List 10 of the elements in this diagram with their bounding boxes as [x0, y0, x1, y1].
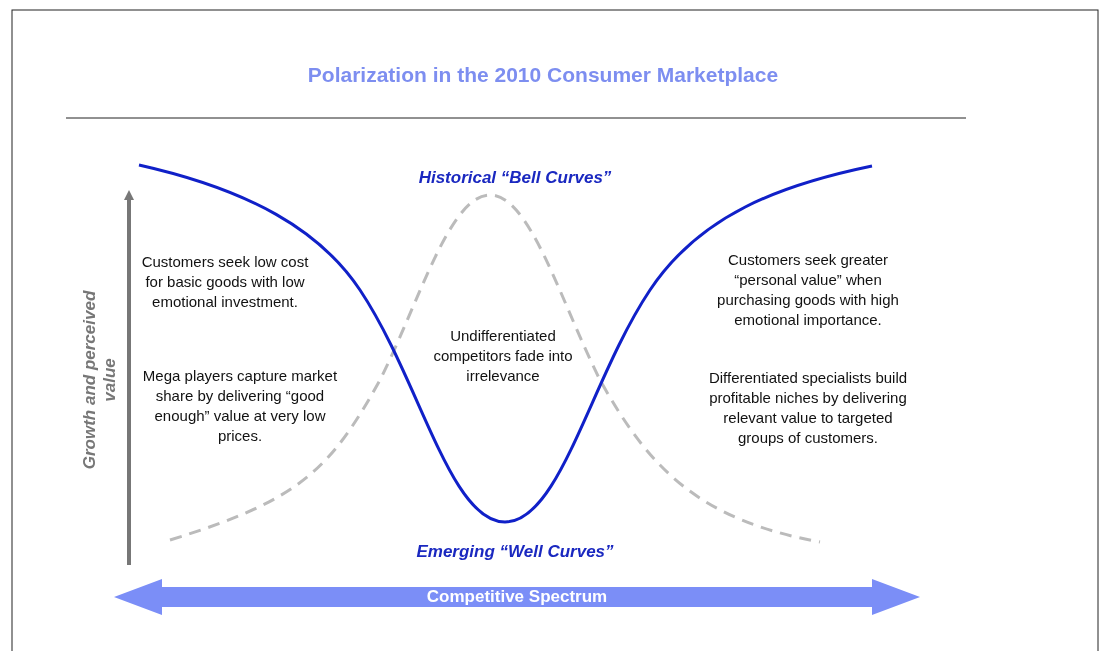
axis-label: Competitive Spectrum [425, 587, 609, 607]
description-text: Customers seek low cost for basic goods with low emotional investment. [140, 252, 310, 312]
title: Polarization in the 2010 Consumer Marketplace [306, 62, 780, 88]
curve-label: Historical “Bell Curves” [417, 168, 613, 188]
description-text: Customers seek greater “personal value” when purchasing goods with high emotional importance. [716, 250, 900, 330]
description-text: Differentiated specialists build profitable niches by delivering relevant value to targeted groups of customers. [707, 368, 909, 448]
axis-label: Growth and perceived value [80, 289, 120, 472]
description-text: Undifferentiated competitors fade into irrelevance [432, 326, 574, 386]
description-text: Mega players capture market share by delivering “good enough” value at very low prices. [141, 366, 339, 446]
curve-label: Emerging “Well Curves” [415, 542, 615, 562]
